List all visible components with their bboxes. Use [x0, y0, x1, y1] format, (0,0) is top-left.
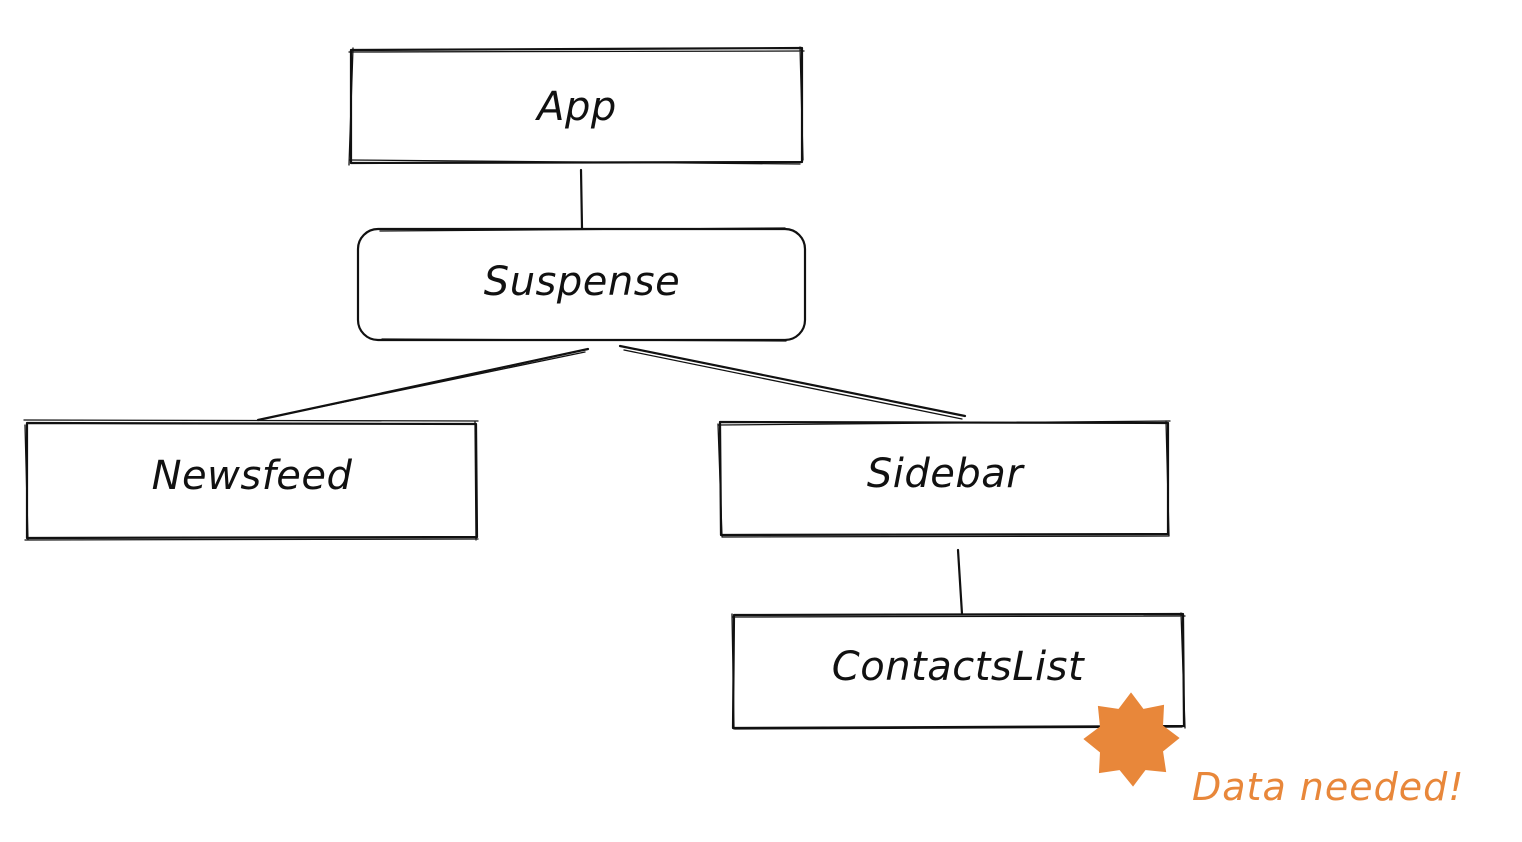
data-needed-starburst-icon [1083, 692, 1180, 787]
node-app: App [348, 46, 805, 166]
node-suspense: Suspense [356, 227, 807, 342]
node-sidebar-label: Sidebar [867, 451, 1025, 497]
edge-sidebar-contactslist [956, 548, 964, 616]
edge-suspense-sidebar [618, 344, 967, 420]
node-app-label: App [534, 84, 617, 130]
node-contactslist-label: ContactsList [832, 644, 1085, 690]
edge-app-suspense [579, 168, 584, 230]
node-newsfeed-label: Newsfeed [152, 453, 353, 499]
edge-suspense-newsfeed [256, 347, 590, 422]
node-suspense-label: Suspense [484, 259, 680, 305]
node-newsfeed: Newsfeed [23, 419, 479, 541]
node-sidebar: Sidebar [717, 420, 1171, 538]
data-needed-callout: Data needed! [1192, 765, 1465, 809]
node-contactslist: ContactsList [731, 612, 1186, 730]
